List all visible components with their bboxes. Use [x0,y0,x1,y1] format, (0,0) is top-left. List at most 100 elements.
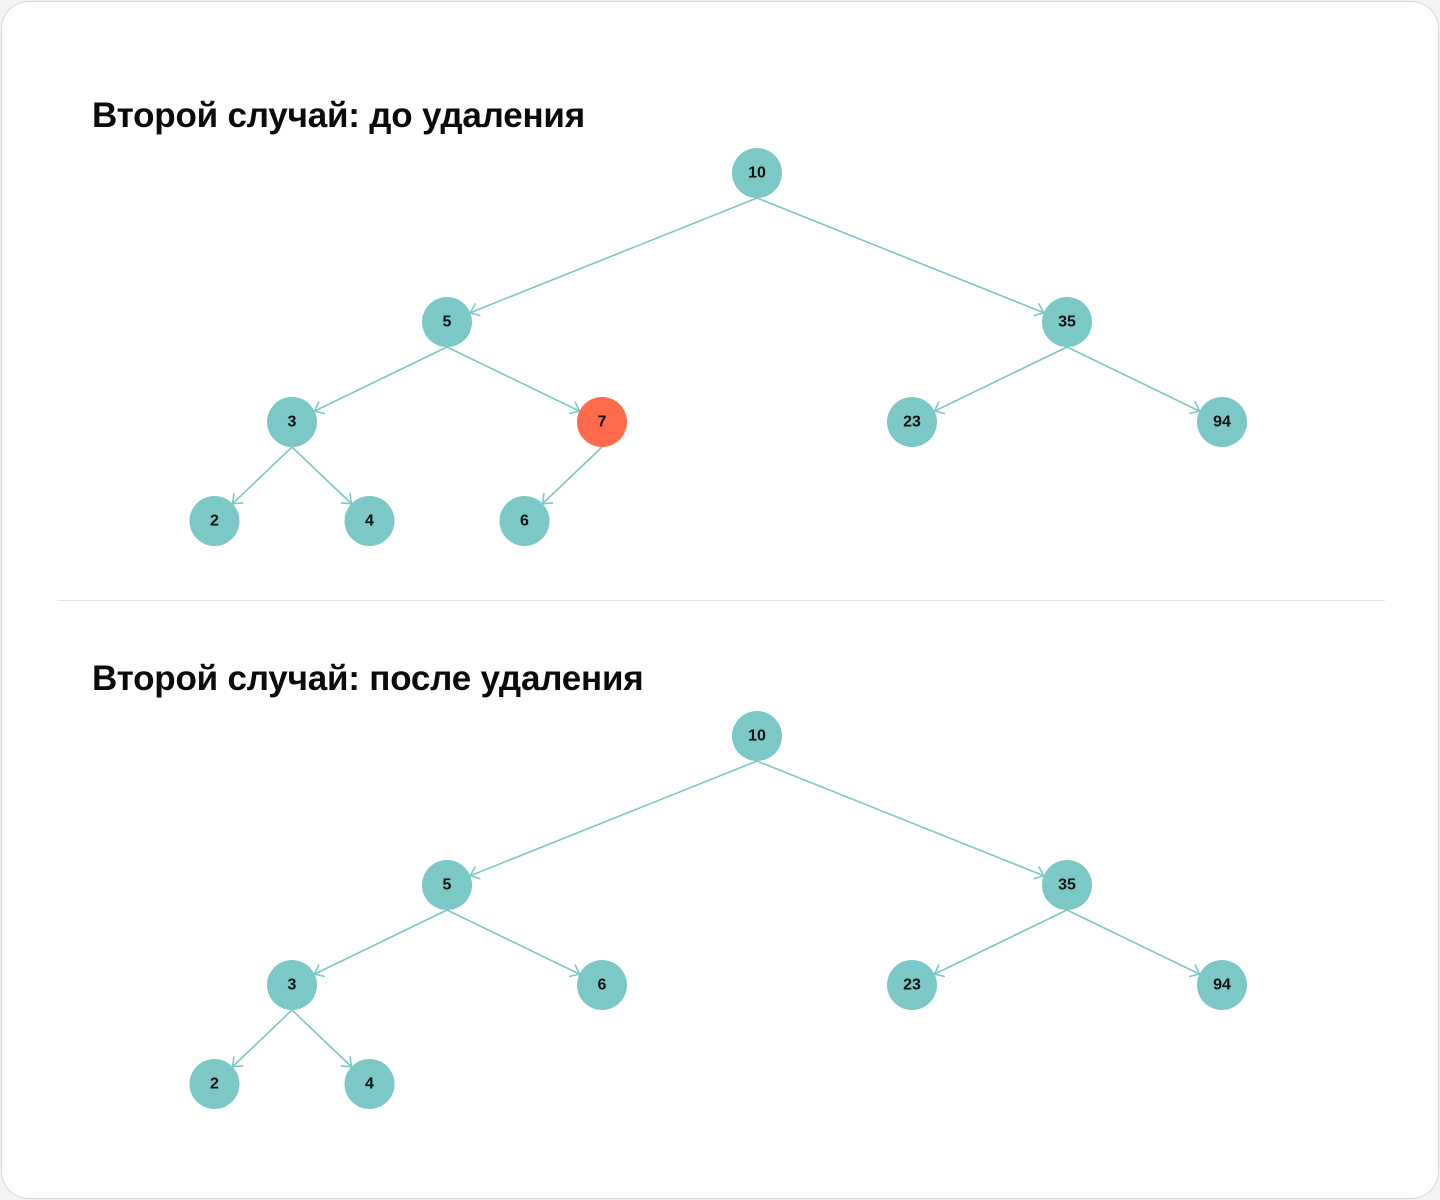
arrowhead-icon [231,493,244,505]
node-circle [499,496,550,546]
tree-diagram: 10 5 35 3 7 23 94 2 4 6 [189,148,1247,546]
node-circle [1042,860,1092,910]
edge-line [291,1009,352,1068]
nodes: 10 5 35 3 7 23 94 2 4 6 [189,148,1247,546]
edge-line [756,197,1045,314]
edge-arrow [313,346,448,415]
edge-arrow [313,909,448,978]
node-label: 23 [903,977,921,994]
node-circle [1197,397,1247,447]
tree-node: 3 [267,397,317,447]
node-label: 35 [1058,314,1076,331]
arrowhead-icon [1188,401,1201,415]
edge-arrow [231,1009,293,1068]
node-label: 3 [288,414,297,431]
edge-line [934,346,1068,412]
node-label: 5 [443,877,452,894]
tree-node: 2 [189,496,240,546]
node-circle [887,960,937,1010]
node-label: 6 [520,513,529,530]
node-label: 3 [288,977,297,994]
section-title: Второй случай: до удаления [92,96,585,135]
edge-arrow [291,446,353,505]
node-circle [344,1059,395,1109]
node-label: 4 [365,513,374,530]
edge-arrow [933,909,1068,978]
node-label: 7 [598,414,607,431]
arrowhead-icon [469,866,481,880]
node-circle [1197,960,1247,1010]
node-circle [1042,297,1092,347]
edge-line [542,446,603,505]
edge-arrow [469,197,758,317]
tree-node: 6 [499,496,550,546]
node-circle [577,960,627,1010]
edge-arrow [1066,909,1201,978]
tree-node: 35 [1042,297,1092,347]
edge-line [446,909,580,975]
node-circle [732,711,782,761]
edge-line [1066,346,1200,412]
tree-node: 23 [887,397,937,447]
tree-node: 94 [1197,397,1247,447]
edges [231,197,1201,505]
edge-line [756,760,1045,877]
node-circle [422,860,472,910]
node-circle [267,397,317,447]
node-label: 35 [1058,877,1076,894]
node-circle [344,496,395,546]
node-label: 2 [210,1076,219,1093]
edge-arrow [446,346,581,415]
node-label: 4 [365,1076,374,1093]
node-label: 2 [210,513,219,530]
tree-node: 2 [189,1059,240,1109]
section-title: Второй случай: после удаления [92,659,644,698]
edge-line [232,446,293,505]
tree-node: 6 [577,960,627,1010]
node-circle [732,148,782,198]
node-circle [887,397,937,447]
edge-arrow [231,446,293,505]
tree-node: 4 [344,1059,395,1109]
edge-line [314,909,448,975]
node-label: 5 [443,314,452,331]
node-label: 94 [1213,414,1231,431]
edge-arrow [756,760,1045,880]
tree-node: 5 [422,860,472,910]
node-label: 10 [748,165,766,182]
edge-arrow [469,760,758,880]
tree-node: 23 [887,960,937,1010]
tree-before-deletion: Второй случай: до удаления 10 5 35 3 7 23 94 2 4… [2,2,1438,562]
tree-node: 5 [422,297,472,347]
edge-line [1066,909,1200,975]
edge-arrow [1066,346,1201,415]
node-circle [189,496,240,546]
node-circle [577,397,627,447]
node-circle [189,1059,240,1109]
edge-arrow [291,1009,353,1068]
arrowhead-icon [541,493,554,505]
node-label: 94 [1213,977,1231,994]
node-label: 6 [598,977,607,994]
tree-node: 3 [267,960,317,1010]
tree-node: 94 [1197,960,1247,1010]
edge-line [469,760,758,877]
tree-node-highlighted: 7 [577,397,627,447]
node-label: 23 [903,414,921,431]
tree-node: 4 [344,496,395,546]
arrowhead-icon [340,493,353,505]
section-divider [57,600,1385,601]
edge-arrow [541,446,603,505]
edges [231,760,1201,1068]
edge-line [232,1009,293,1068]
arrowhead-icon [1188,964,1201,978]
tree-node: 10 [732,148,782,198]
edge-line [934,909,1068,975]
edge-arrow [756,197,1045,317]
node-circle [267,960,317,1010]
edge-line [291,446,352,505]
edge-line [314,346,448,412]
